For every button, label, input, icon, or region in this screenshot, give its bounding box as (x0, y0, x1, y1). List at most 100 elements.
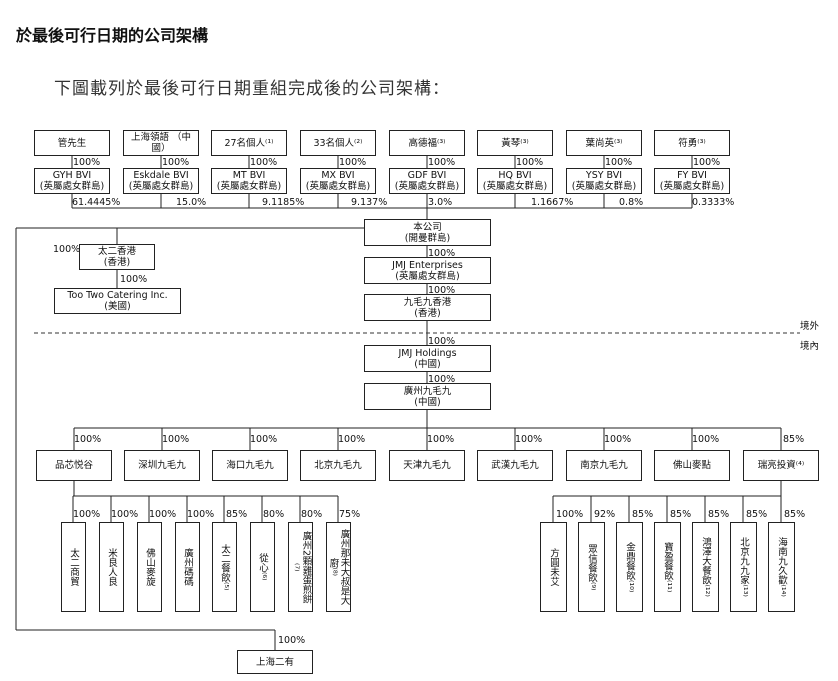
ruiliang-child-box: 眾信餐飲⁽⁹⁾ (578, 522, 605, 612)
subsidiary-box: 天津九毛九 (389, 450, 465, 481)
ownership-pct: 100% (428, 285, 456, 296)
ownership-pct: 100% (250, 434, 278, 445)
pinxin-child-box: 廣州2顆雞蛋煎餅⁽⁷⁾ (288, 522, 313, 612)
bvi-box: YSY BVI (英屬處女群島) (566, 168, 642, 194)
shareholder-box: 27名個人⁽¹⁾ (211, 130, 287, 156)
ownership-pct: 100% (73, 157, 101, 168)
ownership-pct: 100% (149, 509, 177, 520)
pinxin-child-box: 佛山麥旋 (137, 522, 162, 612)
ownership-pct: 100% (428, 374, 456, 385)
outside-label: 境外 (800, 321, 820, 332)
ruiliang-child-box: 金鼎餐飲⁽¹⁰⁾ (616, 522, 643, 612)
ownership-pct: 80% (263, 509, 285, 520)
ownership-pct: 85% (746, 509, 768, 520)
page-heading: 於最後可行日期的公司架構 (16, 26, 209, 45)
ownership-pct: 100% (278, 635, 306, 646)
bvi-box: HQ BVI (英屬處女群島) (477, 168, 553, 194)
shareholder-box: 管先生 (34, 130, 110, 156)
ruiliang-child-box: 北京九九家⁽¹³⁾ (730, 522, 757, 612)
too-two-catering-box: Too Two Catering Inc. (美國) (54, 288, 181, 314)
taier-hk-box: 太二香港 (香港) (79, 244, 155, 270)
subsidiary-box: 佛山麥點 (654, 450, 730, 481)
ownership-pct: 100% (111, 509, 139, 520)
ownership-pct: 75% (339, 509, 361, 520)
ownership-pct: 92% (594, 509, 616, 520)
ruiliang-child-box: 方圓未艾 (540, 522, 567, 612)
ownership-pct: 100% (428, 336, 456, 347)
ownership-pct: 80% (301, 509, 323, 520)
shareholder-box: 黃琴⁽³⁾ (477, 130, 553, 156)
ownership-pct: 100% (693, 157, 721, 168)
subsidiary-box: 北京九毛九 (300, 450, 376, 481)
ownership-pct: 85% (226, 509, 248, 520)
ruiliang-child-box: 海南九久歡⁽¹⁴⁾ (768, 522, 795, 612)
stake-pct: 61.4445% (72, 197, 121, 208)
inside-label: 境內 (800, 341, 820, 352)
bvi-box: GYH BVI (英屬處女群島) (34, 168, 110, 194)
shareholder-box: 高德福⁽³⁾ (389, 130, 465, 156)
ownership-pct: 100% (428, 157, 456, 168)
ownership-pct: 85% (670, 509, 692, 520)
shareholder-box: 33名個人⁽²⁾ (300, 130, 376, 156)
subsidiary-box: 海口九毛九 (212, 450, 288, 481)
ownership-pct: 100% (120, 274, 148, 285)
shareholder-box: 葉尚英⁽³⁾ (566, 130, 642, 156)
company-box: 本公司 (開曼群島) (364, 219, 491, 246)
stake-pct: 9.137% (351, 197, 388, 208)
subsidiary-box: 南京九毛九 (566, 450, 642, 481)
ownership-pct: 100% (692, 434, 720, 445)
subsidiary-box: 品芯悦谷 (36, 450, 112, 481)
pinxin-child-box: 太二商貿 (61, 522, 86, 612)
bvi-box: MT BVI (英屬處女群島) (211, 168, 287, 194)
ownership-pct: 85% (632, 509, 654, 520)
subsidiary-box: 深圳九毛九 (124, 450, 200, 481)
ownership-pct: 85% (783, 434, 805, 445)
ownership-pct: 100% (515, 434, 543, 445)
ownership-pct: 100% (605, 157, 633, 168)
ownership-pct: 100% (339, 157, 367, 168)
ownership-pct: 100% (516, 157, 544, 168)
stake-pct: 0.3333% (692, 197, 735, 208)
subsidiary-box: 瑞亮投資⁽⁴⁾ (743, 450, 819, 481)
jmj-holdings-box: JMJ Holdings (中國) (364, 345, 491, 372)
subsidiary-box: 武漢九毛九 (477, 450, 553, 481)
stake-pct: 1.1667% (531, 197, 574, 208)
ownership-pct: 100% (428, 248, 456, 259)
jmj-enterprises-box: JMJ Enterprises (英屬處女群島) (364, 257, 491, 284)
pinxin-child-box: 太二餐飲⁽⁵⁾ (212, 522, 237, 612)
ownership-pct: 100% (187, 509, 215, 520)
ownership-pct: 100% (604, 434, 632, 445)
bvi-box: Eskdale BVI (英屬處女群島) (123, 168, 199, 194)
pinxin-child-box: 米良人良 (99, 522, 124, 612)
ownership-pct: 100% (162, 157, 190, 168)
shanghai-eryou-box: 上海二有 (237, 650, 313, 674)
bvi-box: FY BVI (英屬處女群島) (654, 168, 730, 194)
ownership-pct: 100% (250, 157, 278, 168)
ownership-pct: 100% (427, 434, 455, 445)
ruiliang-child-box: 鴻澤大餐飲⁽¹²⁾ (692, 522, 719, 612)
ownership-pct: 85% (708, 509, 730, 520)
bvi-box: GDF BVI (英屬處女群島) (389, 168, 465, 194)
bvi-box: MX BVI (英屬處女群島) (300, 168, 376, 194)
stake-pct: 0.8% (619, 197, 644, 208)
stake-pct: 15.0% (176, 197, 207, 208)
ownership-pct: 100% (74, 434, 102, 445)
ownership-pct: 100% (53, 244, 81, 255)
ownership-pct: 100% (338, 434, 366, 445)
stake-pct: 9.1185% (262, 197, 305, 208)
guangzhou-jmj-box: 廣州九毛九 (中國) (364, 383, 491, 410)
ownership-pct: 100% (73, 509, 101, 520)
ruiliang-child-box: 寶盈餐飲⁽¹¹⁾ (654, 522, 681, 612)
jmj-hk-box: 九毛九香港 (香港) (364, 294, 491, 321)
shareholder-box: 符勇⁽³⁾ (654, 130, 730, 156)
stake-pct: 3.0% (428, 197, 453, 208)
ownership-pct: 85% (784, 509, 806, 520)
ownership-pct: 100% (556, 509, 584, 520)
ownership-pct: 100% (162, 434, 190, 445)
page-subheading: 下圖載列於最後可行日期重組完成後的公司架構： (54, 79, 450, 99)
pinxin-child-box: 從心⁽⁶⁾ (250, 522, 275, 612)
pinxin-child-box: 廣州碼碼 (175, 522, 200, 612)
shareholder-box: 上海領語 （中國） (123, 130, 199, 156)
pinxin-child-box: 廣州那未大叔是大廚⁽⁸⁾ (326, 522, 351, 612)
